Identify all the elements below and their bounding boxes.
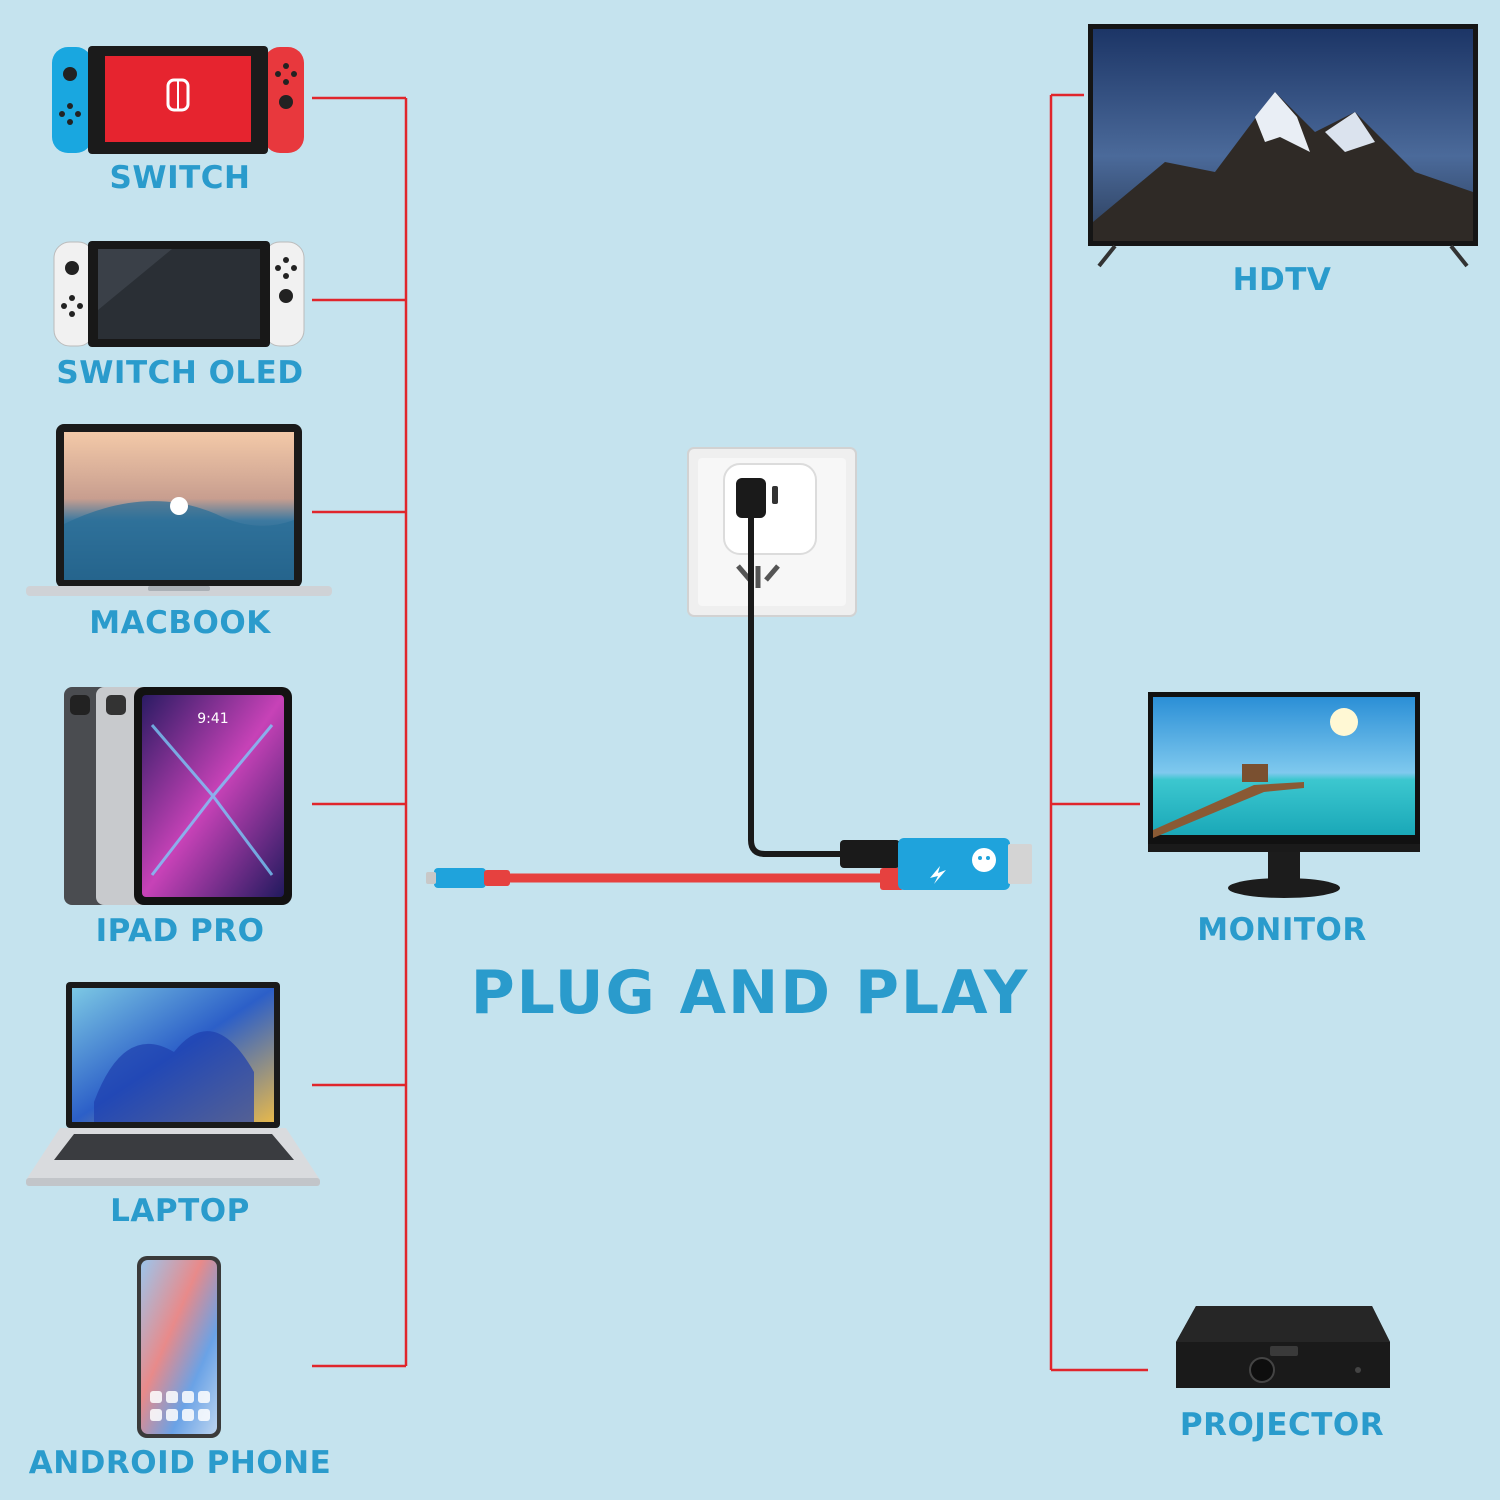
macbook-icon [26,424,332,596]
cable-illustration [426,447,1032,890]
laptop-icon [26,982,320,1186]
device-label-ipad-pro: IPAD PRO [95,913,265,949]
device-label-laptop: LAPTOP [110,1193,250,1229]
device-label-hdtv: HDTV [1232,262,1332,298]
nintendo-switch-icon [52,46,304,154]
device-label-switch-oled: SWITCH OLED [56,355,304,391]
device-label-monitor: MONITOR [1197,912,1367,948]
hdtv-icon [1088,24,1478,268]
device-label-switch: SWITCH [109,160,251,196]
headline-plug-and-play: PLUG AND PLAY [470,958,1030,1028]
monitor-icon [1148,692,1420,898]
black-power-cable [748,518,844,857]
projector-icon [1176,1306,1390,1388]
switch-oled-icon [53,241,305,347]
device-label-projector: PROJECTOR [1179,1407,1385,1443]
device-label-android-phone: ANDROID PHONE [28,1445,332,1481]
svg-text:9:41: 9:41 [197,711,228,727]
ipad-pro-icon: 9:41 [64,687,292,905]
android-phone-icon [137,1256,221,1438]
device-label-macbook: MACBOOK [89,605,271,641]
